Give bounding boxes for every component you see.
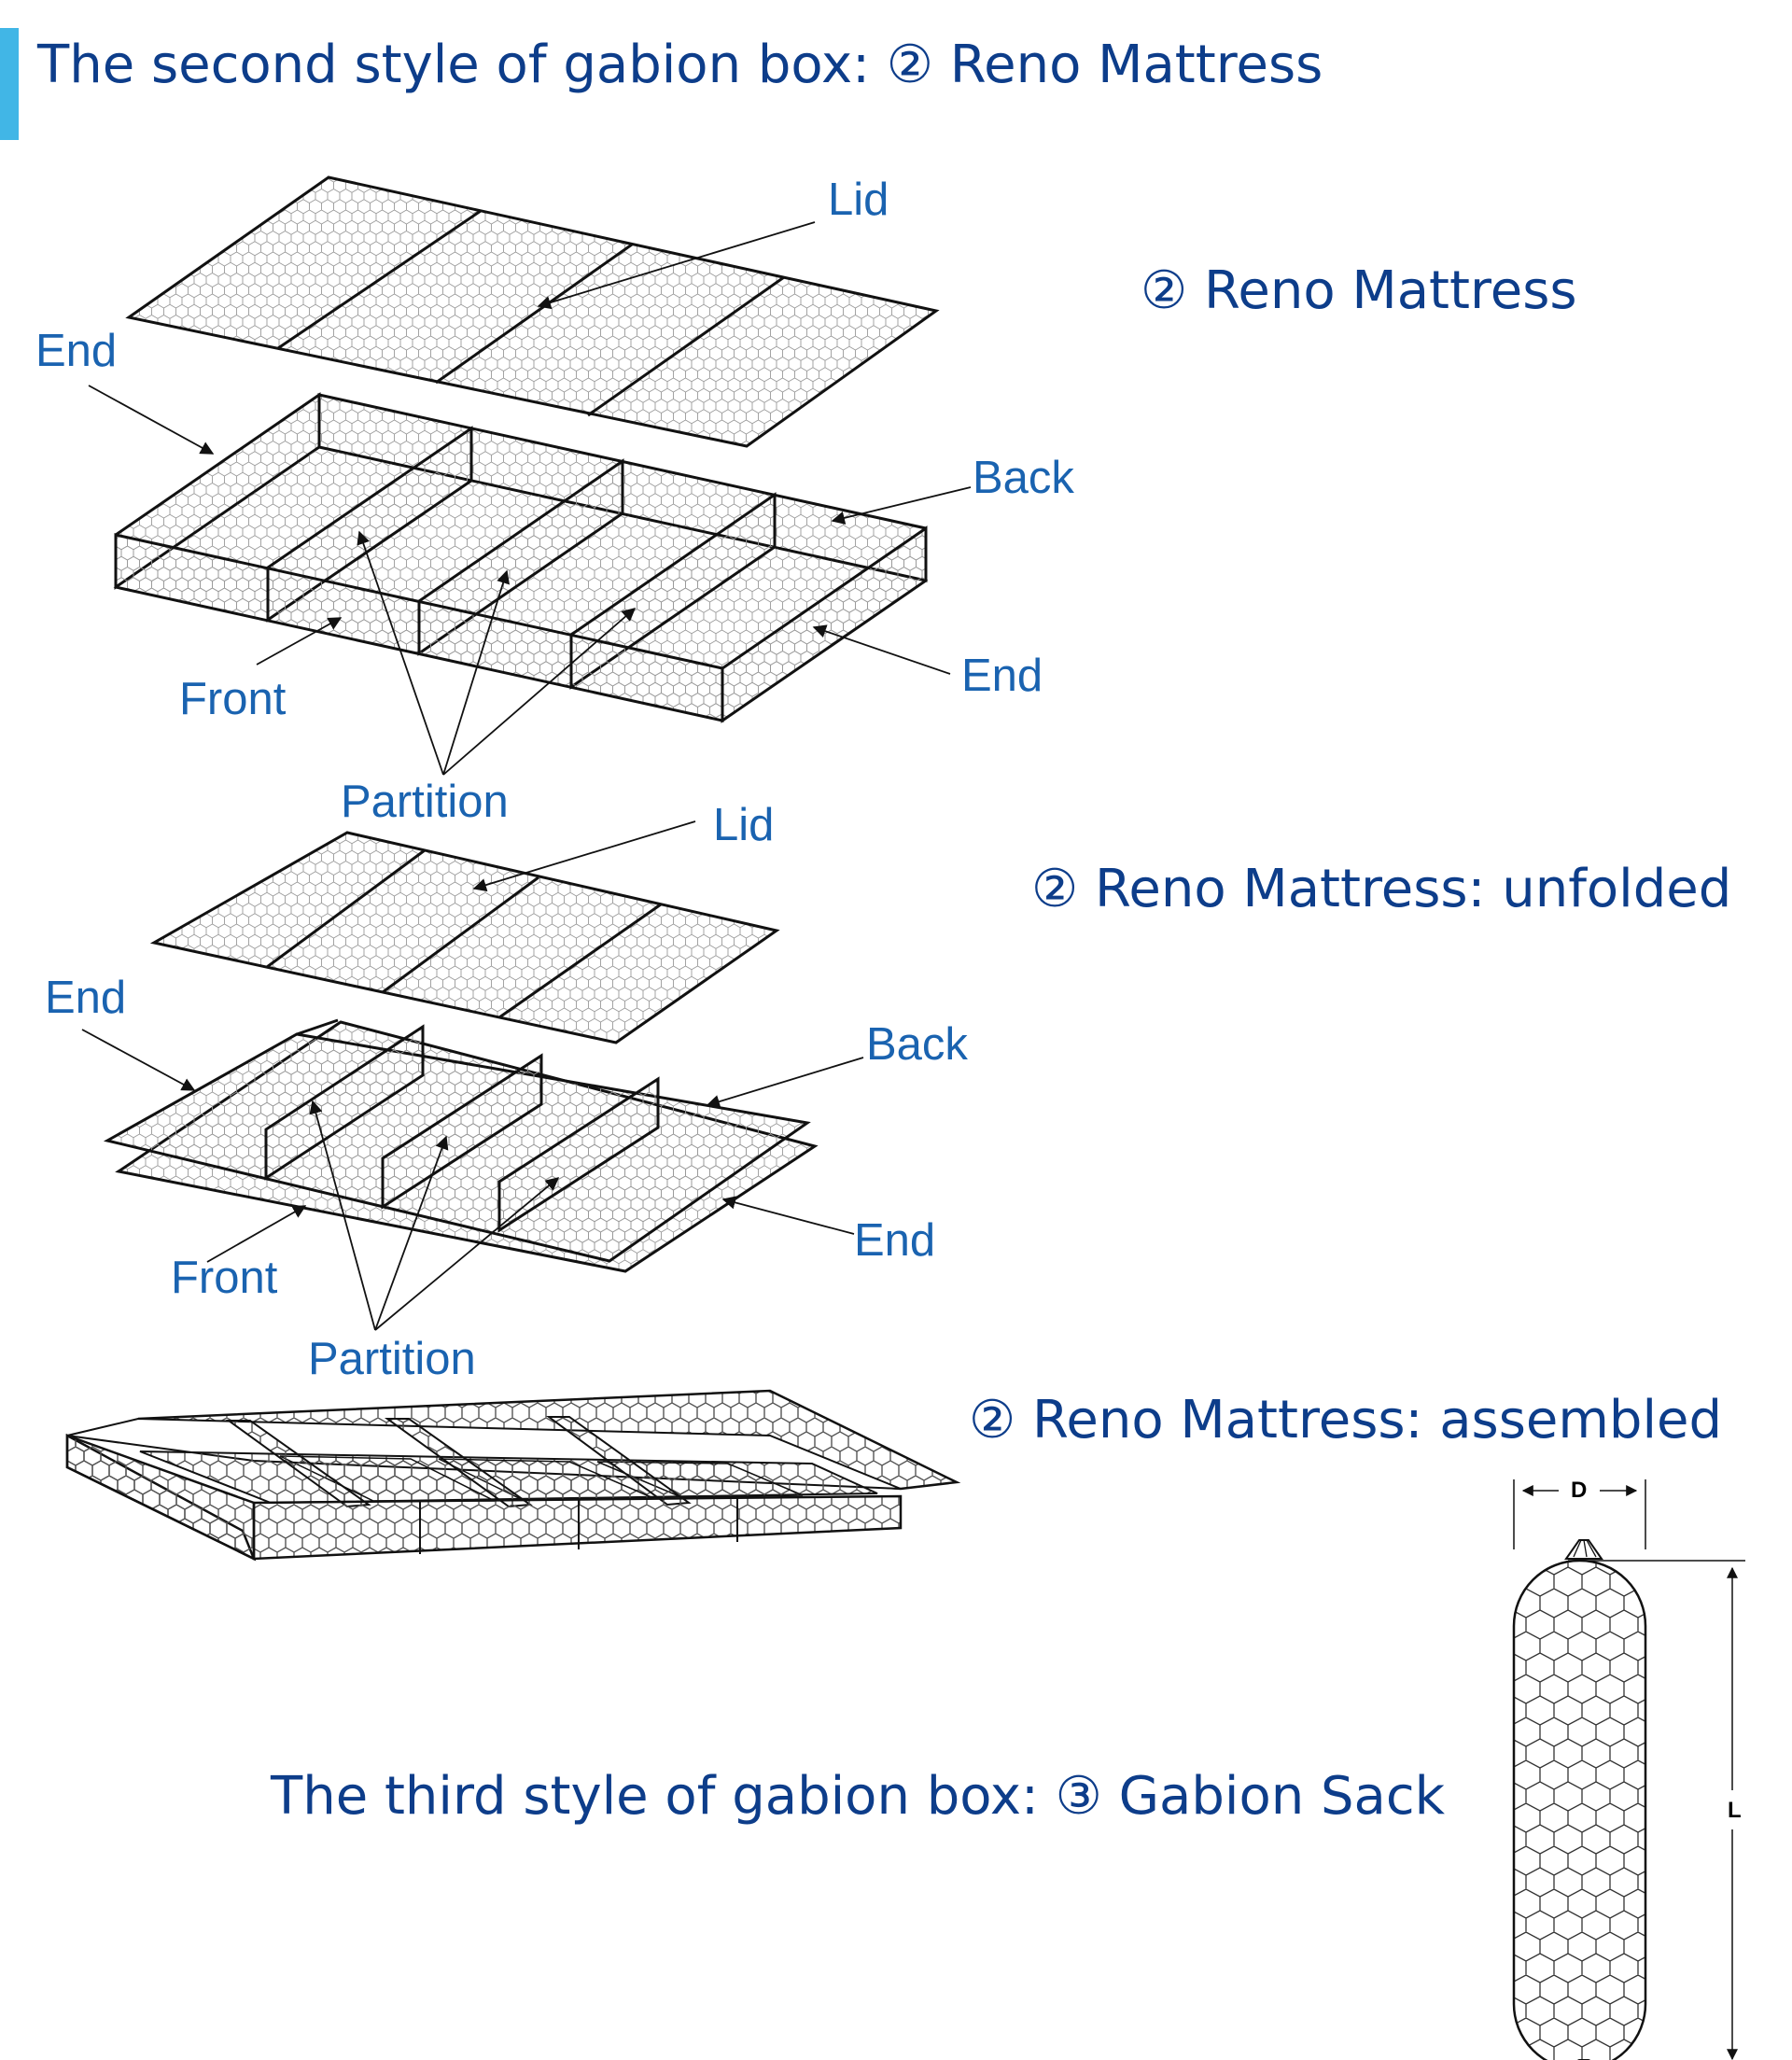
label-lid: Lid	[828, 175, 889, 225]
reno-mattress-assembled-diagram	[65, 1389, 961, 1562]
label-partition: Partition	[341, 777, 509, 827]
assembled-front	[252, 1494, 903, 1561]
label-end-right: End	[961, 651, 1043, 701]
label-front-unfolded: Front	[171, 1253, 278, 1303]
accent-bar	[0, 28, 19, 140]
label-end-left: End	[35, 326, 118, 376]
label-back: Back	[973, 453, 1074, 503]
page-title: The second style of gabion box: ② Reno M…	[37, 35, 1323, 95]
caption-gabion-sack: The third style of gabion box: ③ Gabion …	[271, 1766, 1446, 1827]
dimension-d-label: D	[1571, 1478, 1588, 1503]
caption-reno-unfolded: ② Reno Mattress: unfolded	[1031, 859, 1732, 919]
sack-body	[1512, 1559, 1647, 2060]
lid-panel-unfolded	[149, 831, 780, 1044]
reno-mattress-unfolded-diagram	[81, 820, 864, 1331]
label-front: Front	[179, 674, 287, 724]
dimension-l-label: L	[1728, 1798, 1742, 1823]
label-back-unfolded: Back	[866, 1019, 968, 1070]
label-partition-unfolded: Partition	[308, 1334, 476, 1384]
partition-standing-1	[264, 1024, 425, 1181]
caption-reno-assembled: ② Reno Mattress: assembled	[969, 1390, 1722, 1450]
gabion-sack-diagram	[1512, 1479, 1745, 2060]
partition-standing-2	[381, 1053, 543, 1210]
caption-reno-mattress: ② Reno Mattress	[1141, 260, 1577, 321]
reno-mattress-diagram	[88, 175, 972, 776]
label-lid-unfolded: Lid	[713, 800, 775, 850]
label-end-left-unfolded: End	[45, 973, 127, 1023]
partition-standing-3	[497, 1076, 660, 1233]
lid-panel	[125, 175, 940, 448]
label-end-right-unfolded: End	[854, 1215, 936, 1266]
